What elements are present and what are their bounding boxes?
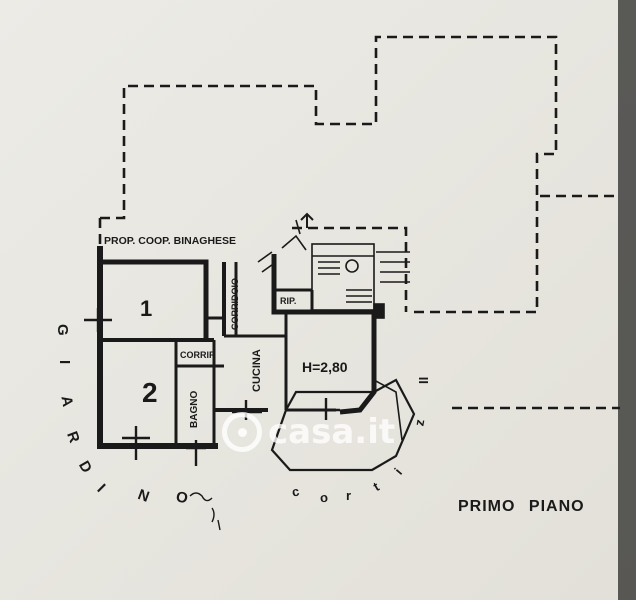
kitchen-label: CUCINA (251, 349, 263, 392)
svg-text:c: c (291, 484, 301, 500)
window-markers (84, 308, 340, 466)
svg-text:z: z (411, 418, 427, 427)
staircase (311, 243, 410, 319)
door-swings (257, 219, 307, 273)
watermark-text: casa.it (268, 412, 396, 452)
svg-text:o: o (319, 490, 328, 506)
page-edge-shadow (618, 0, 636, 600)
svg-text:t: t (371, 479, 383, 494)
room-1-label: 1 (140, 296, 152, 321)
garden-scribbles (189, 492, 221, 531)
garden-letter: O (175, 488, 190, 507)
ceiling-height-label: H=2,80 (302, 359, 348, 375)
house-icon (222, 412, 262, 452)
garden-letter: I (56, 360, 73, 364)
property-boundary (98, 35, 620, 410)
svg-text:r: r (346, 488, 351, 503)
exterior-walls (97, 246, 377, 449)
watermark-logo: casa.it (222, 412, 395, 452)
corridor-label: CORRIDOIO (230, 278, 240, 330)
room-2-label: 2 (142, 377, 158, 408)
garden-letter: G (54, 324, 71, 336)
svg-text:II: II (416, 377, 431, 384)
bay-window-inner (373, 379, 403, 441)
floor-label: PRIMO PIANO (458, 498, 585, 515)
closet-label: RIP. (280, 296, 296, 306)
garden-letter: A (57, 394, 76, 408)
bay-window (270, 378, 416, 472)
north-arrow (300, 212, 314, 228)
corridor-short-label: CORRIR (180, 350, 216, 360)
property-owner-label: PROP. COOP. BINAGHESE (104, 235, 236, 247)
bathroom-label: BAGNO (189, 391, 200, 428)
